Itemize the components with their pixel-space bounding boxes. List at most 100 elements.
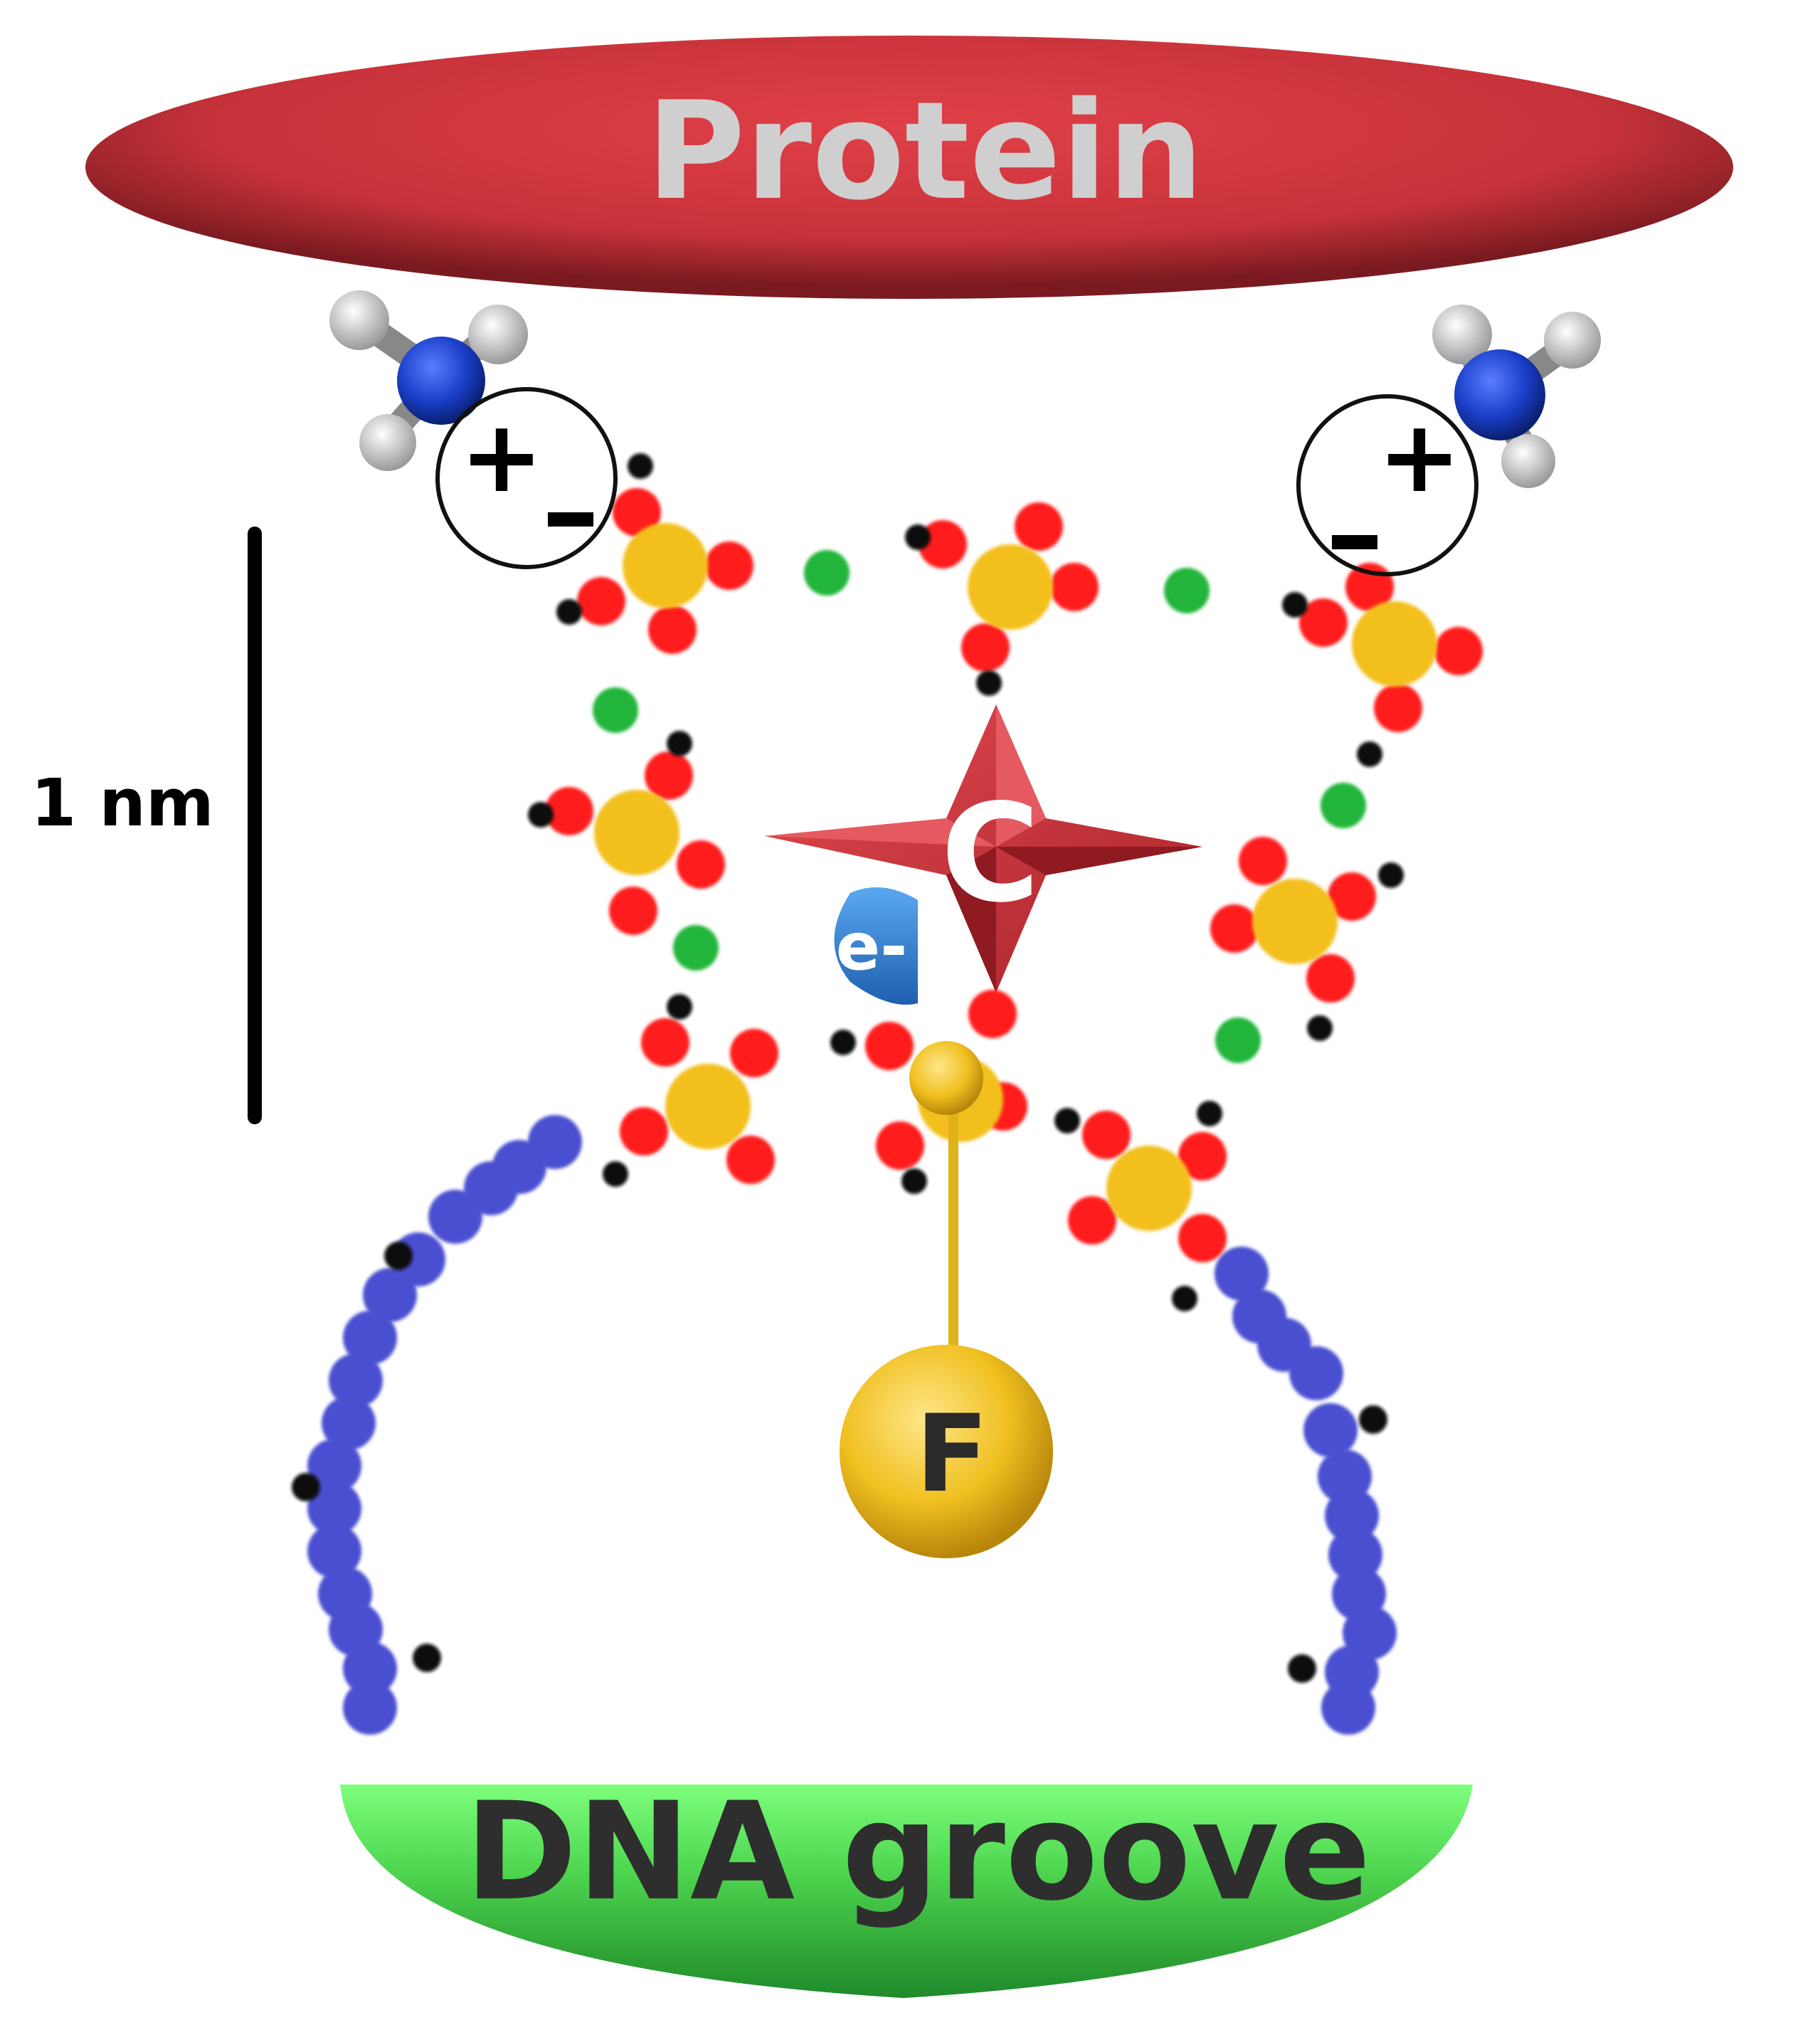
star-shape (765, 704, 1202, 993)
hydrogen-atom (1544, 312, 1601, 369)
backbone-bead (307, 1524, 361, 1578)
fluorophore-anchor (909, 1041, 983, 1115)
hydrogen-dot (1359, 1405, 1387, 1434)
center-label: C (941, 775, 1039, 932)
hydrogen-atom (1501, 434, 1555, 488)
hydrogen-dot (1307, 1015, 1333, 1041)
oxygen-atom (645, 751, 693, 800)
hydrogen-atom (1432, 305, 1492, 364)
oxygen-atom (876, 1121, 924, 1170)
protein-block: Protein (85, 36, 1733, 299)
electron-droplet (834, 887, 918, 1005)
counter-ion-layer (593, 550, 1366, 1063)
hydrogen-atom (329, 290, 389, 350)
oxygen-atom (1050, 563, 1099, 611)
hydrogen-dot (1288, 1654, 1316, 1683)
counter-ion (593, 687, 638, 733)
phosphorus-atom (1252, 879, 1338, 964)
ammonium-left: + (329, 290, 618, 569)
oxygen-atom (961, 623, 1010, 672)
oxygen-atom (1210, 904, 1259, 953)
backbone-bead (307, 1439, 361, 1493)
phosphorus-atom (1352, 601, 1437, 687)
hydrogen-dot (413, 1644, 441, 1672)
protein-label: Protein (646, 73, 1204, 230)
hydrogen-dot (556, 599, 582, 625)
plus-sign-right: + (1377, 399, 1461, 515)
dna-groove-label: DNA groove (465, 1773, 1370, 1930)
hydrogen-dot (292, 1473, 320, 1501)
oxygen-atom (620, 1107, 668, 1156)
oxygen-atom (1239, 837, 1287, 885)
hydrogen-dot (1378, 862, 1404, 888)
counter-ion (673, 925, 719, 971)
hydrogen-dot (976, 670, 1002, 696)
hydrogen-dot (628, 453, 653, 479)
dna-groove-block: DNA groove (340, 1773, 1473, 1998)
oxygen-atom (865, 1022, 914, 1070)
hydrogen-dot (1054, 1108, 1080, 1133)
central-star: C (765, 704, 1202, 993)
counter-ion (1215, 1018, 1261, 1063)
hydrogen-dot (528, 802, 554, 828)
electron-label: e- (836, 909, 908, 985)
minus-sign-left (548, 512, 593, 527)
hydrogen-dot (905, 524, 931, 550)
dna-groove-shape (340, 1785, 1473, 1998)
oxygen-atom (1374, 684, 1422, 732)
hydrogen-dot (1357, 741, 1382, 767)
hydrogen-dot (1172, 1286, 1197, 1311)
backbone-bead (343, 1681, 397, 1735)
hydrogen-dot (830, 1030, 856, 1055)
fluorophore-sphere (840, 1345, 1053, 1558)
oxygen-atom (1082, 1111, 1131, 1159)
oxygen-atom (1068, 1196, 1116, 1244)
electron-icon: e- (834, 887, 918, 1005)
scale-bar-label: 1 nm (31, 765, 213, 841)
phosphorus-atom (1106, 1146, 1192, 1231)
oxygen-atom (577, 577, 625, 625)
minus-sign-right (1332, 535, 1377, 549)
hydrogen-atom (359, 414, 416, 471)
hydrogen-dot (901, 1168, 927, 1194)
backbone-bead (1328, 1528, 1382, 1582)
phosphate-layer (528, 453, 1483, 1311)
backbone-bead (343, 1642, 397, 1696)
backbone-bead (363, 1268, 417, 1322)
backbone-bead (428, 1190, 482, 1244)
oxygen-atom (1178, 1214, 1227, 1262)
oxygen-atom (705, 541, 753, 590)
backbone-bead (1303, 1403, 1358, 1457)
hydrogen-dot (1197, 1101, 1222, 1126)
hydrogen-dot (603, 1161, 628, 1187)
backbone-bead (322, 1396, 376, 1450)
backbone-bead (343, 1311, 397, 1365)
oxygen-atom (641, 1018, 689, 1067)
counter-ion (1164, 568, 1210, 613)
fluorophore: F (840, 1041, 1053, 1558)
phosphorus-atom (594, 790, 679, 875)
hydrogen-dot (667, 994, 692, 1020)
phosphorus-atom (623, 523, 708, 608)
oxygen-atom (726, 1136, 775, 1184)
oxygen-atom (545, 787, 593, 835)
oxygen-atom (677, 840, 725, 889)
protein-ellipse (85, 36, 1733, 299)
counter-ion (1321, 783, 1366, 828)
oxygen-atom (968, 990, 1017, 1038)
nitrogen-atom (1454, 349, 1545, 440)
oxygen-atom (1015, 502, 1063, 551)
backbone-bead (1289, 1346, 1343, 1400)
backbone-bead (307, 1481, 361, 1536)
oxygen-atom (609, 887, 657, 935)
charge-pair-circle-left (435, 387, 618, 569)
phosphorus-atom (665, 1064, 751, 1149)
oxygen-atom (648, 606, 697, 654)
oxygen-atom (1434, 627, 1483, 675)
charge-pair-circle-right (1296, 394, 1478, 576)
hydrogen-dot (667, 731, 692, 756)
oxygen-atom (919, 520, 967, 569)
hydrogen-dot (1282, 592, 1308, 618)
